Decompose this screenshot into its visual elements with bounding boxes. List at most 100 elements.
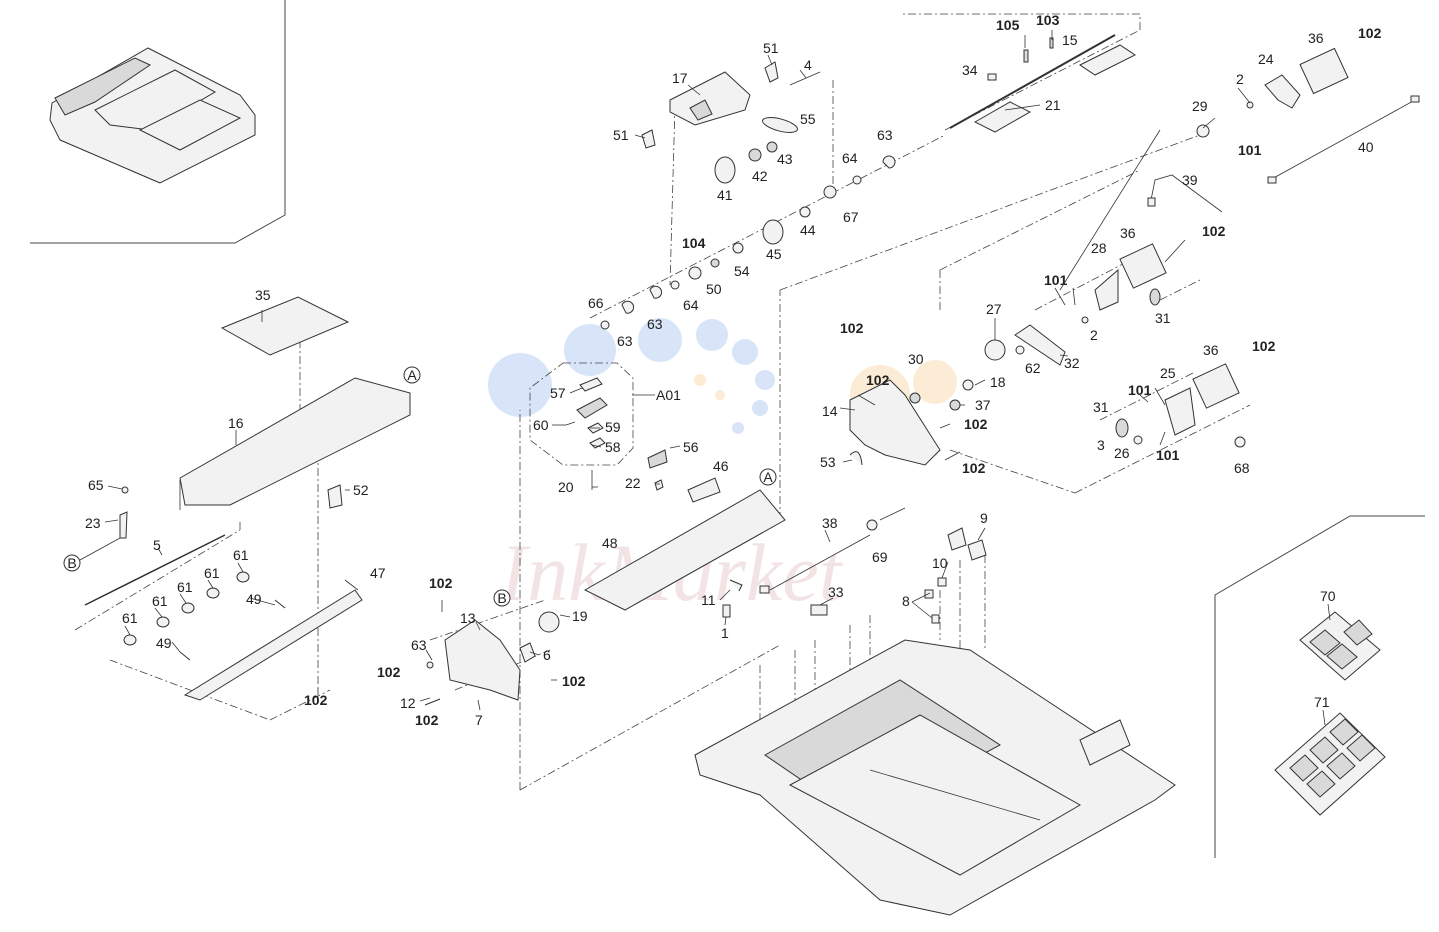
part-label-p52: 52	[353, 482, 369, 498]
part-label-p36b: 36	[1120, 225, 1136, 241]
part-label-p102i: 102	[429, 575, 453, 591]
part-label-p19: 19	[572, 608, 588, 624]
part-label-p39: 39	[1182, 172, 1198, 188]
part-label-p103: 103	[1036, 12, 1060, 28]
part-label-p3: 3	[1097, 437, 1105, 453]
part-label-p34: 34	[962, 62, 978, 78]
callout-a-top	[403, 366, 421, 384]
part-label-p69: 69	[872, 549, 888, 565]
part-label-p44: 44	[800, 222, 816, 238]
part-label-p45: 45	[766, 246, 782, 262]
part-label-p24: 24	[1258, 51, 1274, 67]
part-label-p11: 11	[701, 592, 716, 608]
callout-b-mid	[493, 589, 511, 607]
part-label-p105: 105	[996, 17, 1020, 33]
part-number-labels: 105 103 15 34 21 51 4 17 55 51 43 42 41 …	[85, 12, 1382, 728]
part-label-p36a: 36	[1308, 30, 1324, 46]
part-label-p38: 38	[822, 515, 838, 531]
part-label-p63c: 63	[617, 333, 633, 349]
cover-16	[84, 296, 411, 606]
part-label-p51b: 51	[613, 127, 629, 143]
part-label-p61e: 61	[122, 610, 138, 626]
part-label-p64b: 64	[683, 297, 699, 313]
part-label-p57: 57	[550, 385, 566, 401]
part-label-p55: 55	[800, 111, 816, 127]
small-brackets	[924, 527, 987, 624]
base-tray	[694, 639, 1176, 916]
part-label-p71: 71	[1314, 694, 1330, 710]
part-label-p67: 67	[843, 209, 859, 225]
part-label-p51a: 51	[763, 40, 779, 56]
part-label-p27: 27	[986, 301, 1002, 317]
part-label-p9: 9	[980, 510, 988, 526]
part-label-p12: 12	[400, 695, 416, 711]
part-label-p48: 48	[602, 535, 618, 551]
part-label-p28: 28	[1091, 240, 1107, 256]
part-label-p42: 42	[752, 168, 768, 184]
part-label-p46: 46	[713, 458, 729, 474]
part-label-p26: 26	[1114, 445, 1130, 461]
part-label-p102c: 102	[1252, 338, 1276, 354]
part-label-p53: 53	[820, 454, 836, 470]
part-label-p102d: 102	[304, 692, 328, 708]
part-label-p101d: 101	[1156, 447, 1180, 463]
part-label-p23: 23	[85, 515, 101, 531]
part-label-p70: 70	[1320, 588, 1336, 604]
part-label-p59: 59	[605, 419, 621, 435]
part-label-p102k: 102	[377, 664, 401, 680]
part-label-p36c: 36	[1203, 342, 1219, 358]
part-label-p16: 16	[228, 415, 244, 431]
part-label-p102h: 102	[962, 460, 986, 476]
part-label-p33: 33	[828, 584, 844, 600]
part-label-p20: 20	[558, 479, 574, 495]
part-label-p32: 32	[1064, 355, 1080, 371]
part-label-p2b: 2	[1090, 327, 1098, 343]
drive-motors	[984, 47, 1420, 448]
part-label-p13: 13	[460, 610, 476, 626]
part-label-p14: 14	[822, 403, 838, 419]
part-label-p8: 8	[902, 593, 910, 609]
part-label-p1: 1	[721, 625, 729, 641]
part-label-p47: 47	[370, 565, 386, 581]
part-label-p29: 29	[1192, 98, 1208, 114]
part-label-p22: 22	[625, 475, 641, 491]
part-label-p104: 104	[682, 235, 706, 251]
part-label-p63d: 63	[411, 637, 427, 653]
label-sheet-71	[1274, 712, 1386, 816]
part-label-p17: 17	[672, 70, 688, 86]
part-label-p102l: 102	[415, 712, 439, 728]
a01-parts	[565, 377, 608, 490]
part-label-p30: 30	[908, 351, 924, 367]
side-frame-14	[849, 379, 974, 466]
callout-a-top-text: A	[407, 367, 417, 383]
part-label-p101a: 101	[1238, 142, 1262, 158]
callout-a-mid	[759, 468, 777, 486]
part-label-p63b: 63	[647, 316, 663, 332]
part-label-p18: 18	[990, 374, 1006, 390]
part-label-p50: 50	[706, 281, 722, 297]
part-label-p37: 37	[975, 397, 991, 413]
part-label-p102e: 102	[840, 320, 864, 336]
callout-b-left-text: B	[67, 555, 76, 571]
part-label-p58: 58	[605, 439, 621, 455]
part-label-p61d: 61	[152, 593, 168, 609]
part-label-p102b: 102	[1202, 223, 1226, 239]
part-label-p61b: 61	[204, 565, 220, 581]
part-label-p25: 25	[1160, 365, 1176, 381]
part-label-p102a: 102	[1358, 25, 1382, 41]
part-label-p60: 60	[533, 417, 549, 433]
part-label-p31b: 31	[1093, 399, 1109, 415]
inset-frame-labels	[1214, 515, 1425, 858]
label-sheet-70	[1299, 611, 1381, 681]
inset-frame-overview	[30, 0, 286, 244]
callout-b-left	[63, 554, 81, 572]
part-label-p49a: 49	[246, 591, 262, 607]
part-label-p61c: 61	[177, 579, 193, 595]
leader-lines	[79, 30, 1331, 726]
callout-a-mid-text: A	[763, 469, 773, 485]
part-label-p49b: 49	[156, 635, 172, 651]
part-label-p64a: 64	[842, 150, 858, 166]
callout-circles: A A B B	[63, 366, 777, 607]
part-label-pA01: A01	[656, 387, 681, 403]
